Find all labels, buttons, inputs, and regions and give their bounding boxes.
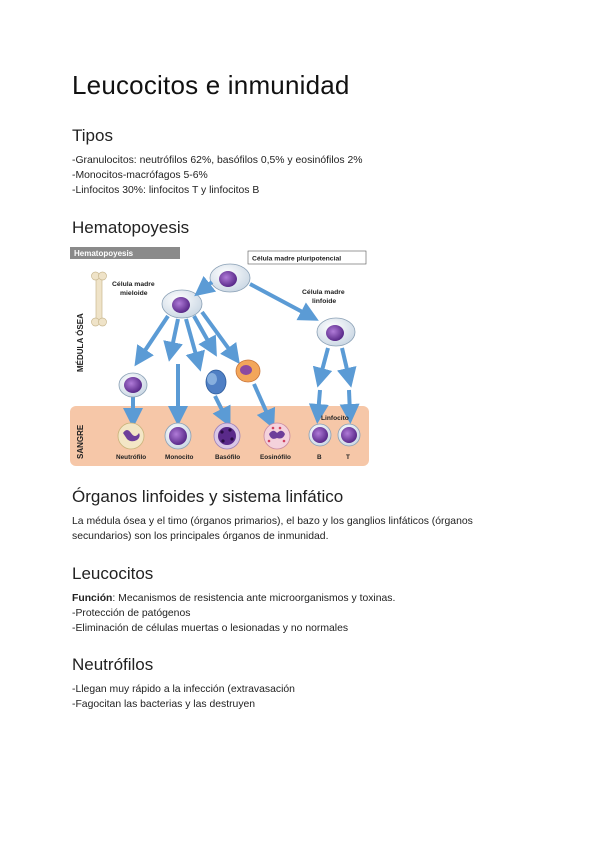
tipos-line-1: -Granulocitos: neutrófilos 62%, basófilo… (72, 155, 363, 166)
monocyte-label: Monocito (165, 454, 193, 461)
neutrofilos-line-1: -Llegan muy rápido a la infección (extra… (72, 684, 295, 695)
heading-neutrofilos: Neutrófilos (72, 655, 154, 674)
stem-cell-label: Célula madre pluripotencial (252, 256, 341, 263)
myeloid-stem-cell (161, 289, 203, 319)
myeloid-label-2: mieloide (120, 290, 148, 297)
lymphoid-arrows (308, 347, 360, 424)
hematopoyesis-diagram: Hematopoyesis Célula madre pluripotencia… (70, 244, 369, 466)
neutrophil-label: Neutrófilo (116, 454, 146, 461)
function-text: : Mecanismos de resistencia ante microor… (112, 593, 396, 604)
organos-line-1: La médula ósea y el timo (órganos primar… (72, 516, 473, 527)
function-label: Función (72, 593, 113, 604)
heading-hematopoyesis: Hematopoyesis (72, 218, 190, 237)
eosinophil-cell (263, 422, 291, 450)
monocyte-precursor (205, 369, 227, 395)
marrow-label: MÉDULA ÓSEA (76, 313, 85, 372)
stem-cell-label-box (247, 250, 367, 265)
tipos-line-3: -Linfocitos 30%: linfocitos T y linfocit… (72, 185, 260, 196)
neutrophil-cell (117, 422, 145, 450)
heading-organos: Órganos linfoides y sistema linfático (72, 487, 344, 506)
t-cell-label: T (346, 454, 350, 461)
b-lymphocyte-cell (308, 423, 332, 447)
leucocitos-line-2: -Eliminación de células muertas o lesion… (72, 623, 349, 634)
monocyte-cell (164, 422, 192, 450)
tipos-line-2: -Monocitos-macrófagos 5-6% (72, 170, 208, 181)
blood-label: SANGRE (76, 424, 85, 459)
bone-icon (91, 271, 107, 327)
heading-tipos: Tipos (72, 126, 113, 145)
lymphoid-stem-cell (316, 317, 356, 347)
myeloid-label-1: Célula madre (112, 281, 155, 288)
leucocitos-line-1: -Protección de patógenos (72, 608, 191, 619)
neutrophil-precursor (118, 372, 148, 398)
neutrofilos-line-2: -Fagocitan las bacterias y las destruyen (72, 699, 256, 710)
stem-arrows (194, 275, 319, 321)
figure-banner (70, 247, 180, 259)
eosinophil-label: Eosinófilo (260, 454, 291, 461)
lymphoid-label-1: Célula madre (302, 289, 345, 296)
stem-cell (209, 263, 251, 293)
basophil-cell (213, 422, 241, 450)
leucocitos-function: Función: Mecanismos de resistencia ante … (72, 592, 395, 606)
heading-leucocitos: Leucocitos (72, 564, 154, 583)
eosinophil-precursor (235, 359, 261, 383)
page-title: Leucocitos e inmunidad (72, 70, 350, 100)
lymphocyte-label: Linfocito (321, 415, 349, 422)
lymphoid-label-2: linfoide (312, 298, 336, 305)
basophil-label: Basófilo (215, 454, 240, 461)
myeloid-arrows (123, 310, 276, 430)
organos-line-2: secundarios) son los principales órganos… (72, 531, 329, 542)
b-cell-label: B (317, 454, 322, 461)
figure-banner-text: Hematopoyesis (74, 249, 134, 258)
hematopoyesis-figure: Hematopoyesis Célula madre pluripotencia… (70, 244, 369, 466)
t-lymphocyte-cell (337, 423, 361, 447)
